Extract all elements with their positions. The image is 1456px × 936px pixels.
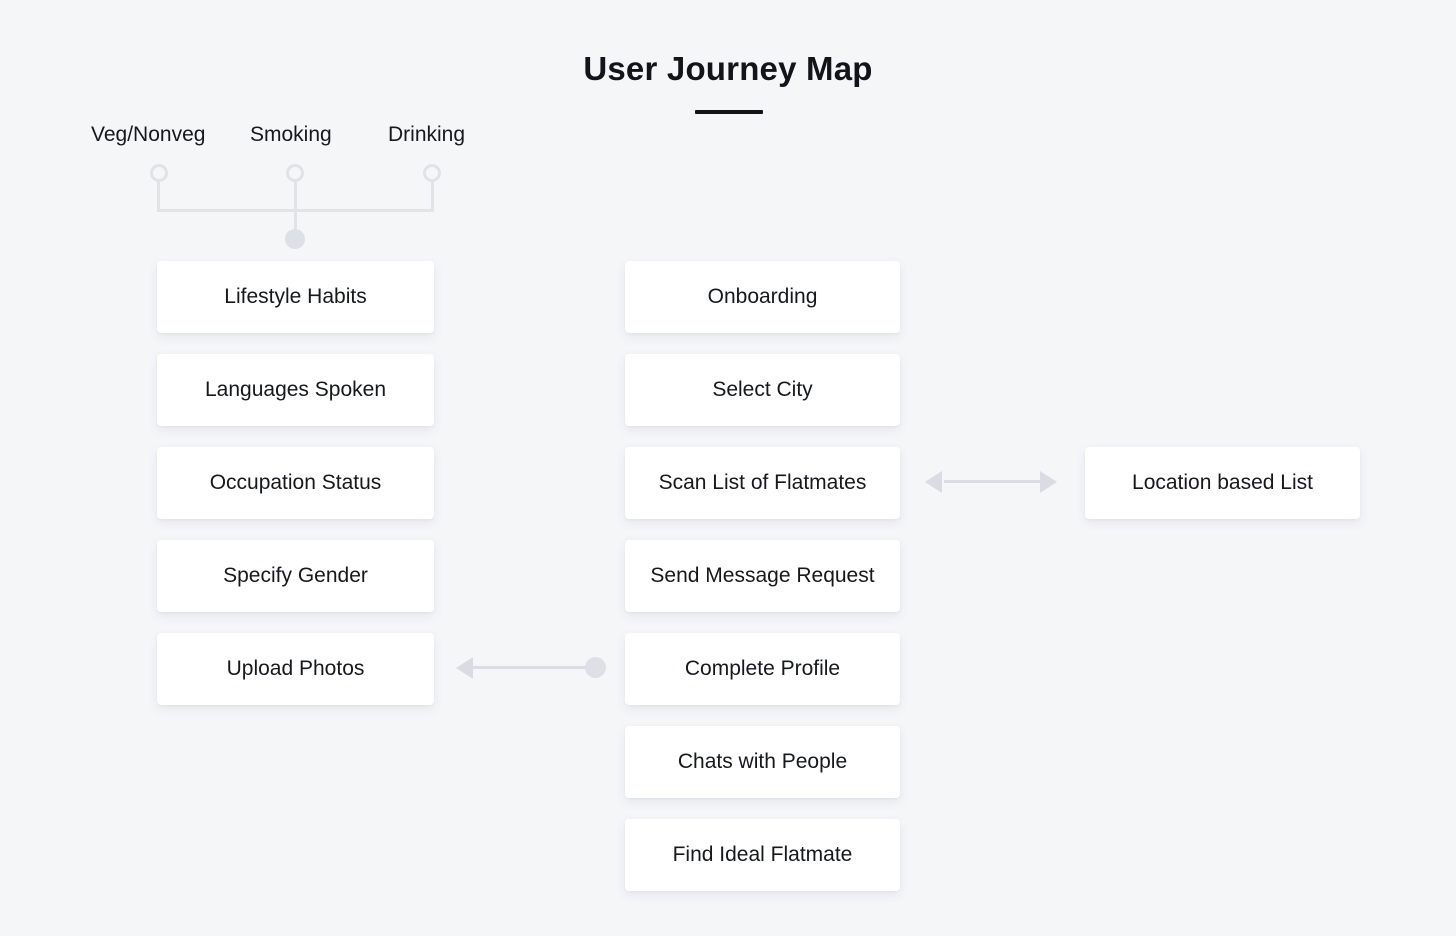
attribute-label-veg-nonveg: Veg/Nonveg — [91, 123, 206, 146]
connector-stem-smoking — [294, 182, 297, 234]
arrow-left-head-icon-upload-photos — [456, 657, 473, 679]
card-label: Send Message Request — [650, 564, 875, 587]
card-label: Lifestyle Habits — [224, 285, 367, 308]
card-label: Complete Profile — [684, 657, 841, 680]
circle-node-icon-smoking — [286, 164, 304, 182]
circle-node-icon-drinking — [423, 164, 441, 182]
card-specify-gender[interactable]: Specify Gender — [157, 540, 434, 612]
title-divider — [695, 110, 763, 114]
card-label: Onboarding — [707, 285, 818, 308]
attribute-label-smoking: Smoking — [250, 123, 332, 146]
card-label: Languages Spoken — [205, 378, 386, 401]
card-chats-with-people[interactable]: Chats with People — [625, 726, 900, 798]
card-label: Occupation Status — [209, 471, 382, 494]
card-select-city[interactable]: Select City — [625, 354, 900, 426]
card-languages-spoken[interactable]: Languages Spoken — [157, 354, 434, 426]
circle-node-icon-veg-nonveg — [150, 164, 168, 182]
card-scan-list-of-flatmates[interactable]: Scan List of Flatmates — [625, 447, 900, 519]
arrow-right-head-icon — [1040, 471, 1057, 493]
attribute-label-drinking: Drinking — [388, 123, 466, 146]
connector-stem-drinking — [431, 182, 434, 212]
arrow-left-head-icon — [925, 471, 942, 493]
card-label: Specify Gender — [223, 564, 368, 587]
card-label: Select City — [712, 378, 813, 401]
card-complete-profile[interactable]: Complete Profile — [625, 633, 900, 705]
card-upload-photos[interactable]: Upload Photos — [157, 633, 434, 705]
card-occupation-status[interactable]: Occupation Status — [157, 447, 434, 519]
card-onboarding[interactable]: Onboarding — [625, 261, 900, 333]
card-find-ideal-flatmate[interactable]: Find Ideal Flatmate — [625, 819, 900, 891]
card-label: Scan List of Flatmates — [658, 471, 867, 494]
arrow-origin-dot-icon — [585, 657, 606, 678]
connector-stem-veg-nonveg — [157, 182, 160, 212]
card-label: Upload Photos — [226, 657, 365, 680]
arrow-line-complete-profile — [473, 666, 591, 669]
card-lifestyle-habits[interactable]: Lifestyle Habits — [157, 261, 434, 333]
card-send-message-request[interactable]: Send Message Request — [625, 540, 900, 612]
card-location-based-list[interactable]: Location based List — [1085, 447, 1360, 519]
connector-horizontal-bar — [157, 209, 434, 212]
card-label: Location based List — [1132, 471, 1313, 494]
arrow-bidirectional-line — [944, 480, 1040, 483]
card-label: Chats with People — [677, 750, 848, 773]
card-label: Find Ideal Flatmate — [672, 843, 853, 866]
page-title: User Journey Map — [583, 50, 873, 87]
connector-join-dot-icon — [285, 229, 305, 249]
